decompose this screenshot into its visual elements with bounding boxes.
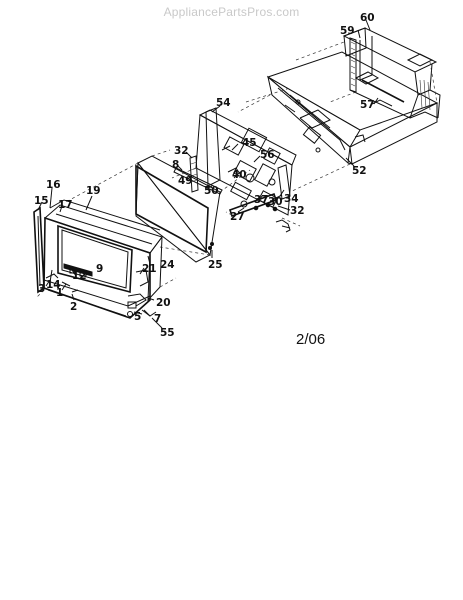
callout-32-upper: 32 [174, 145, 189, 157]
callout-30: 30 [268, 196, 283, 208]
alignment-lines-front [63, 149, 251, 256]
callout-45: 45 [242, 137, 257, 149]
watermark-text: AppliancePartsPros.com [163, 5, 300, 19]
callout-14: 14 [46, 279, 61, 291]
callout-21: 21 [142, 263, 157, 275]
callout-57: 57 [360, 99, 375, 111]
callout-7: 7 [154, 313, 161, 325]
callout-labels: 60 59 57 52 54 32 45 56 8 49 40 50 27 37… [34, 12, 375, 339]
callout-40: 40 [232, 169, 247, 181]
revision-date-code: 2/06 [296, 331, 326, 348]
callout-32-lower: 32 [290, 205, 305, 217]
rear-cabinet-assembly [266, 27, 441, 165]
callout-60: 60 [360, 12, 375, 24]
callout-25: 25 [208, 259, 223, 271]
callout-12: 12 [72, 270, 87, 282]
callout-54: 54 [216, 97, 231, 109]
callout-50: 50 [204, 185, 219, 197]
callout-37: 37 [254, 194, 269, 206]
callout-1: 1 [56, 287, 63, 299]
callout-34: 34 [284, 193, 299, 205]
callout-20: 20 [156, 297, 171, 309]
callout-3: 3 [38, 283, 45, 295]
alignment-lines-rear [237, 41, 438, 193]
callout-5: 5 [134, 311, 141, 323]
callout-15: 15 [34, 195, 49, 207]
callout-55: 55 [160, 327, 175, 339]
callout-8: 8 [172, 159, 179, 171]
front-cabinet-assembly [33, 199, 177, 319]
callout-17: 17 [58, 199, 73, 211]
callout-9: 9 [96, 263, 103, 275]
callout-49: 49 [178, 175, 193, 187]
callout-52: 52 [352, 165, 367, 177]
callout-2: 2 [70, 301, 77, 313]
callout-16: 16 [46, 179, 61, 191]
callout-leader-lines [37, 19, 379, 329]
callout-24: 24 [160, 259, 175, 271]
callout-27: 27 [230, 211, 245, 223]
callout-56: 56 [260, 149, 275, 161]
callout-59: 59 [340, 25, 355, 37]
callout-19: 19 [86, 185, 101, 197]
